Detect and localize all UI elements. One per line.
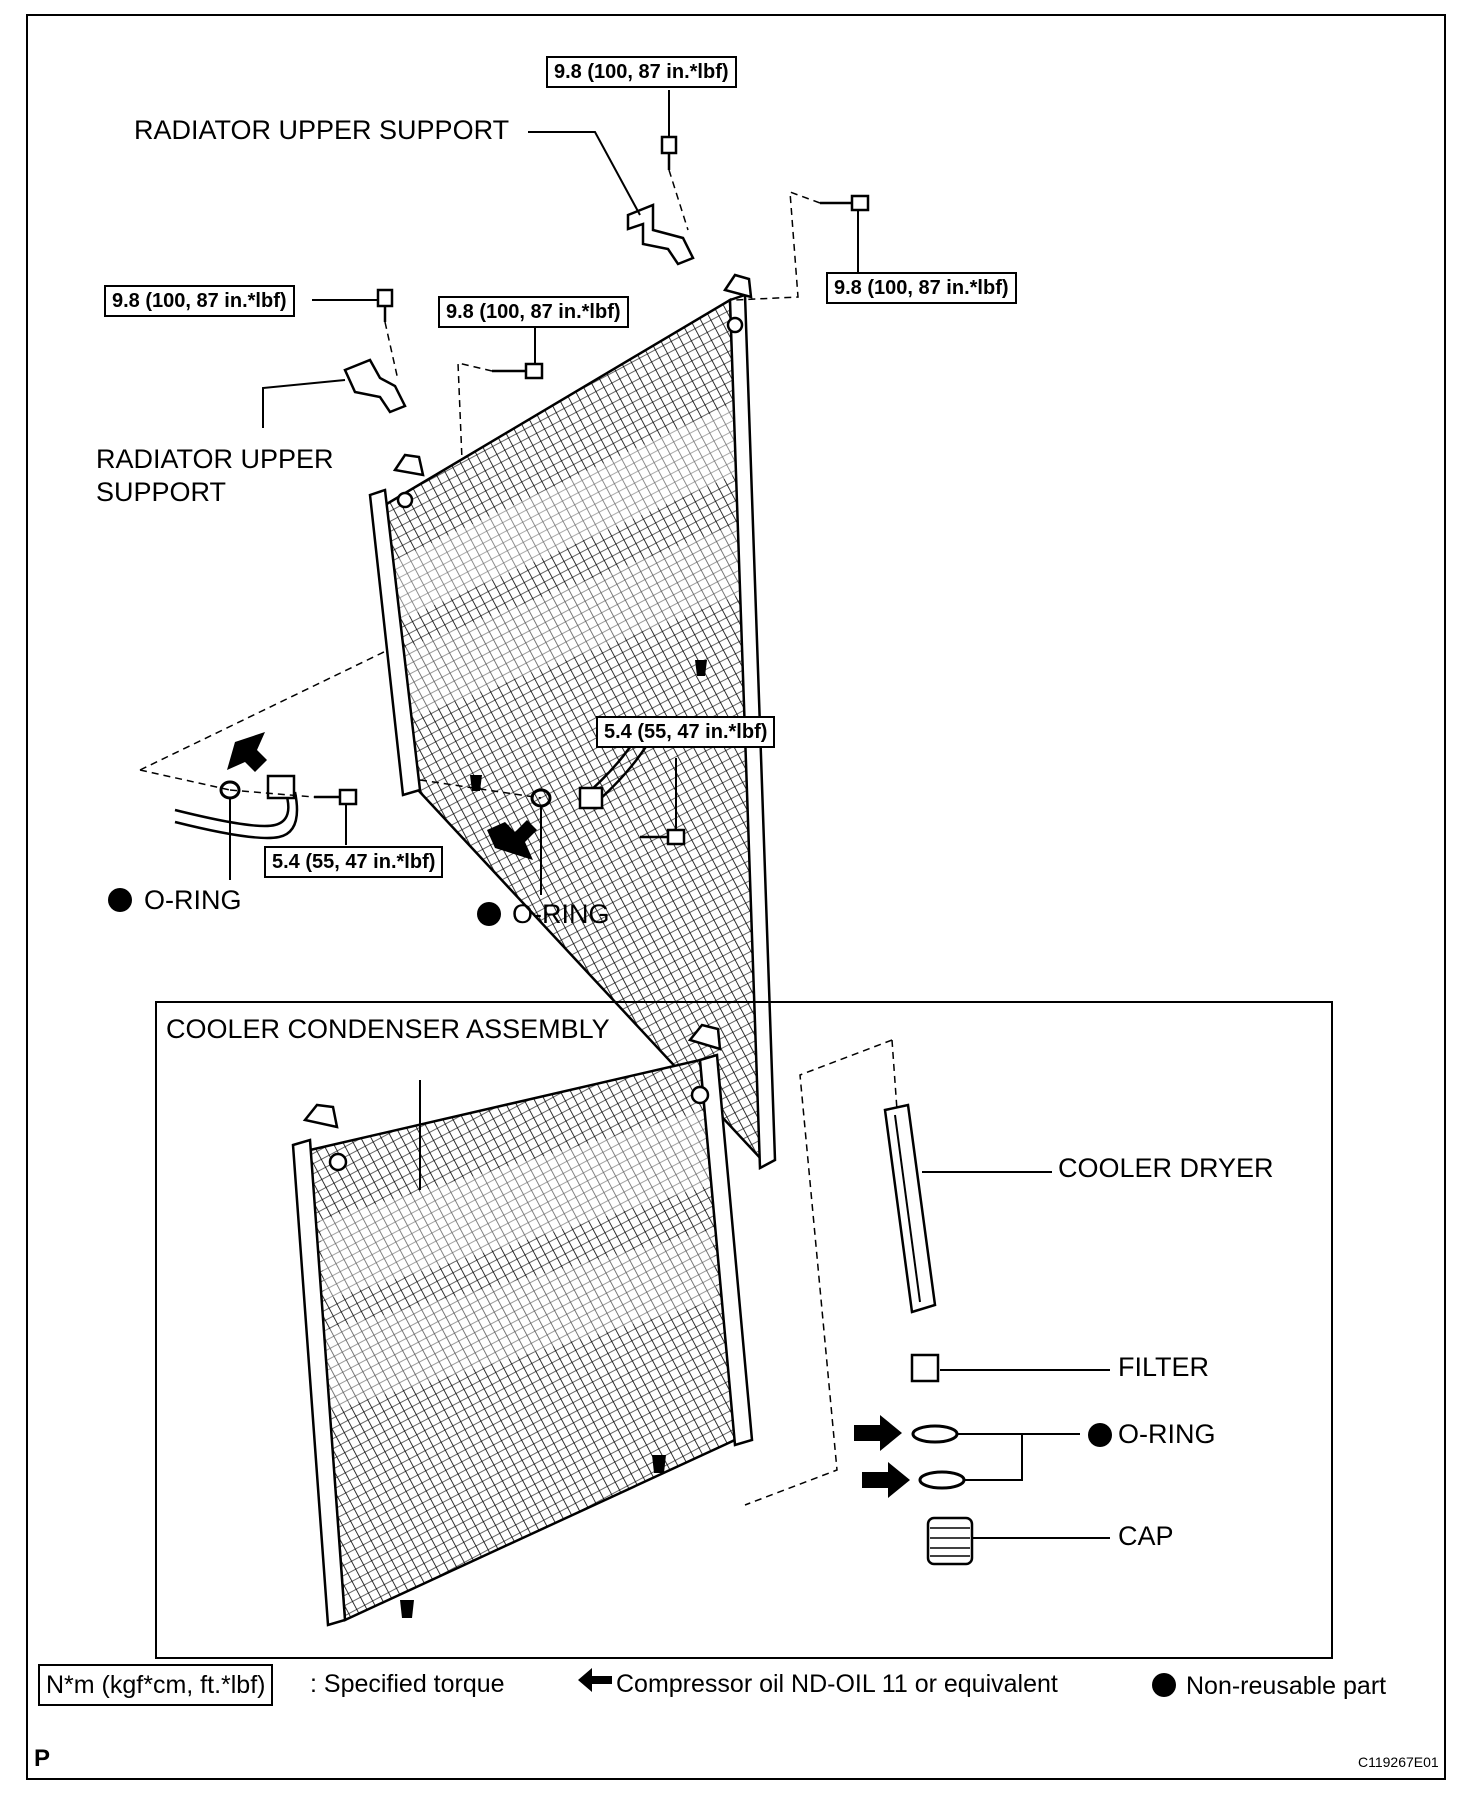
filter-part [910, 1353, 940, 1383]
cap-label: CAP [1118, 1521, 1174, 1551]
dryer-guide-dashed [744, 1039, 893, 1506]
radiator-upper-support-left-label-2: SUPPORT [96, 477, 227, 507]
cooler-dryer-label: COOLER DRYER [1058, 1153, 1274, 1183]
oring-lower-1 [911, 1424, 959, 1444]
leader-lines-upper [229, 90, 859, 895]
guide-lines [139, 169, 821, 799]
oring-lower-label: O-RING [1118, 1419, 1216, 1449]
legend-nonreusable-desc: Non-reusable part [1186, 1672, 1387, 1700]
legend-torque-unit: N*m (kgf*cm, ft.*lbf) [38, 1664, 274, 1706]
oil-arrow-mid [487, 820, 537, 860]
torque-label-left: 9.8 (100, 87 in.*lbf) [104, 285, 295, 317]
torque-label-pipe-right: 5.4 (55, 47 in.*lbf) [596, 716, 776, 748]
oil-arrow-lower-1 [854, 1415, 902, 1451]
radiator-upper-support-top-label: RADIATOR UPPER SUPPORT [134, 115, 510, 145]
oil-arrow-left [227, 732, 267, 772]
inset-title: COOLER CONDENSER ASSEMBLY [166, 1014, 610, 1044]
radiator-upper-support-top [626, 203, 695, 266]
filter-label: FILTER [1118, 1352, 1210, 1382]
oring-left-label: O-RING [144, 885, 242, 915]
torque-label-mid: 9.8 (100, 87 in.*lbf) [438, 296, 629, 328]
torque-label-pipe-left: 5.4 (55, 47 in.*lbf) [264, 846, 444, 878]
oil-arrow-lower-2 [862, 1462, 910, 1498]
oring-lower-2 [918, 1470, 966, 1490]
oring-left [219, 780, 241, 800]
radiator-upper-support-left-label-1: RADIATOR UPPER [96, 444, 334, 474]
nonreusable-dot-lower [1088, 1423, 1112, 1447]
legend-arrow-icon [578, 1668, 612, 1692]
nonreusable-dot-mid [477, 902, 501, 926]
lower-condenser [291, 1023, 754, 1627]
leader-lines-lower [419, 1080, 1110, 1539]
nonreusable-dot-left [108, 888, 132, 912]
diagram-frame [26, 14, 1446, 1780]
upper-condenser [368, 273, 777, 1171]
page-letter: P [34, 1745, 51, 1772]
legend-torque-desc: : Specified torque [310, 1670, 505, 1698]
torque-label-top: 9.8 (100, 87 in.*lbf) [546, 56, 737, 88]
oring-mid [530, 788, 552, 808]
inset-box [155, 1001, 1333, 1659]
cap-part [926, 1516, 974, 1566]
legend-oil-desc: Compressor oil ND-OIL 11 or equivalent [616, 1670, 1058, 1698]
cooler-dryer-part [883, 1103, 937, 1314]
legend-dot-icon [1152, 1673, 1176, 1697]
torque-label-right: 9.8 (100, 87 in.*lbf) [826, 272, 1017, 304]
radiator-upper-support-left [343, 358, 407, 414]
oring-mid-label: O-RING [512, 899, 610, 929]
figure-code: C119267E01 [1358, 1754, 1439, 1770]
